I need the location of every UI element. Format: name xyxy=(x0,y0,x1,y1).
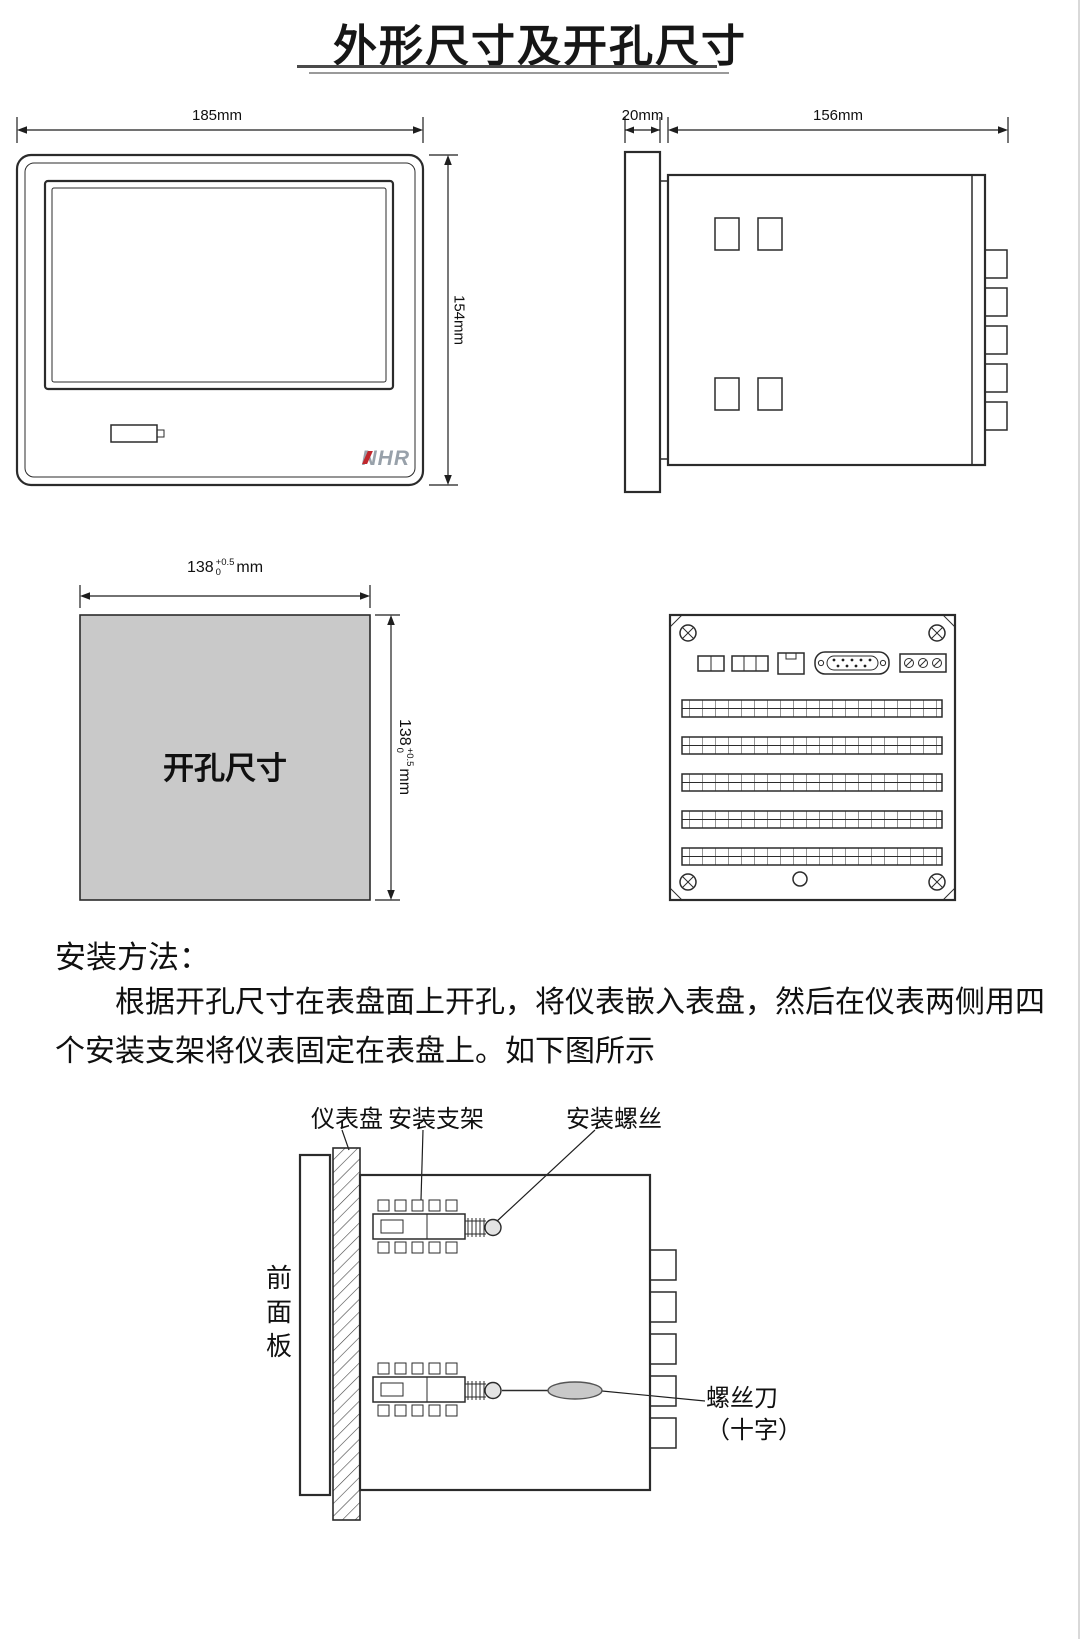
front-height-dim-label: 154mm xyxy=(450,294,468,346)
terminal-block-triple-icon xyxy=(731,655,769,672)
scan-edge xyxy=(1078,0,1080,1639)
device-body-side xyxy=(358,1173,652,1492)
installation-heading: 安装方法： xyxy=(55,940,210,975)
mounting-bracket xyxy=(372,1199,502,1254)
installation-paragraph: 根据开孔尺寸在表盘面上开孔，将仪表嵌入表盘，然后在仪表两侧用四个安装支架将仪表固… xyxy=(55,986,1045,1068)
label-mounting-bracket: 安装支架 xyxy=(388,1107,484,1133)
cutout-height-tol-sup: +0.5 xyxy=(403,747,415,767)
label-screwdriver: 螺丝刀 （十字） xyxy=(706,1383,802,1448)
corner-screws xyxy=(679,624,946,891)
label-screwdriver-line2: （十字） xyxy=(706,1418,802,1445)
db9-connector-icon xyxy=(814,651,890,675)
cutout-width-base: 138 xyxy=(186,558,214,576)
rear-mounting-hole xyxy=(792,871,808,887)
brand-logo-text: NHR xyxy=(361,447,410,470)
screwdriver-graphic xyxy=(502,1381,603,1400)
label-instrument-panel: 仪表盘 xyxy=(311,1107,383,1133)
label-front-panel: 前面板 xyxy=(265,1264,292,1361)
rear-connector-row xyxy=(697,651,947,675)
cutout-height-dimension xyxy=(375,614,400,901)
title-underline-main xyxy=(297,65,717,68)
cutout-width-tolerance: +0.5 0 xyxy=(216,558,235,578)
mounting-screw xyxy=(465,1218,502,1237)
side-depth-dimension xyxy=(667,117,1009,143)
cutout-height-unit: mm xyxy=(396,768,413,796)
installation-diagram xyxy=(298,1129,706,1521)
device-front-outline xyxy=(15,153,425,487)
terminal-block-small-icon xyxy=(697,655,725,672)
cutout-height-base: 138 xyxy=(396,718,413,746)
front-panel-plate xyxy=(298,1153,332,1497)
side-bezel-dimension xyxy=(624,117,661,143)
front-width-dim-label: 185mm xyxy=(191,107,243,124)
cutout-width-dim-label: 138 +0.5 0 mm xyxy=(135,558,315,578)
cutout-width-dimension xyxy=(79,585,371,608)
device-side-teeth xyxy=(649,1249,677,1449)
cutout-width-unit: mm xyxy=(236,558,264,576)
cutout-height-tolerance: +0.5 0 xyxy=(394,747,415,767)
rj45-port-icon xyxy=(777,652,805,675)
device-rear-outline xyxy=(668,613,957,902)
rear-view-diagram xyxy=(668,613,957,902)
cutout-width-tol-sub: 0 xyxy=(215,566,221,578)
front-view-diagram xyxy=(15,117,458,487)
cutout-diagram xyxy=(79,585,400,901)
cutout-height-tol-sub: 0 xyxy=(394,747,405,753)
label-screwdriver-line1: 螺丝刀 xyxy=(706,1386,778,1412)
side-view-diagram xyxy=(623,117,1009,494)
device-side-outline xyxy=(623,150,987,494)
cutout-height-dim-label: 138 +0.5 0 mm xyxy=(394,682,415,832)
side-bezel-dim-label: 20mm xyxy=(621,107,664,124)
terminal-strips xyxy=(681,699,943,866)
cutout-opening xyxy=(79,614,371,901)
brand-logo: NHR xyxy=(338,447,410,471)
cutout-width-tol-sup: +0.5 xyxy=(215,557,235,568)
cutout-title: 开孔尺寸 xyxy=(163,751,287,786)
front-height-dimension xyxy=(429,154,458,486)
title-underline-shadow xyxy=(309,72,729,74)
page-title: 外形尺寸及开孔尺寸 xyxy=(333,22,747,71)
side-bracket-slots xyxy=(714,217,783,411)
side-depth-dim-label: 156mm xyxy=(812,107,864,124)
label-mounting-screw: 安装螺丝 xyxy=(566,1107,662,1133)
front-width-dimension xyxy=(16,117,424,143)
instrument-panel-hatched xyxy=(332,1147,361,1521)
leader-lines xyxy=(341,1129,706,1402)
mounting-bracket-bottom xyxy=(372,1362,502,1417)
side-terminal-teeth xyxy=(984,249,1008,431)
power-terminal-icon xyxy=(899,653,947,673)
